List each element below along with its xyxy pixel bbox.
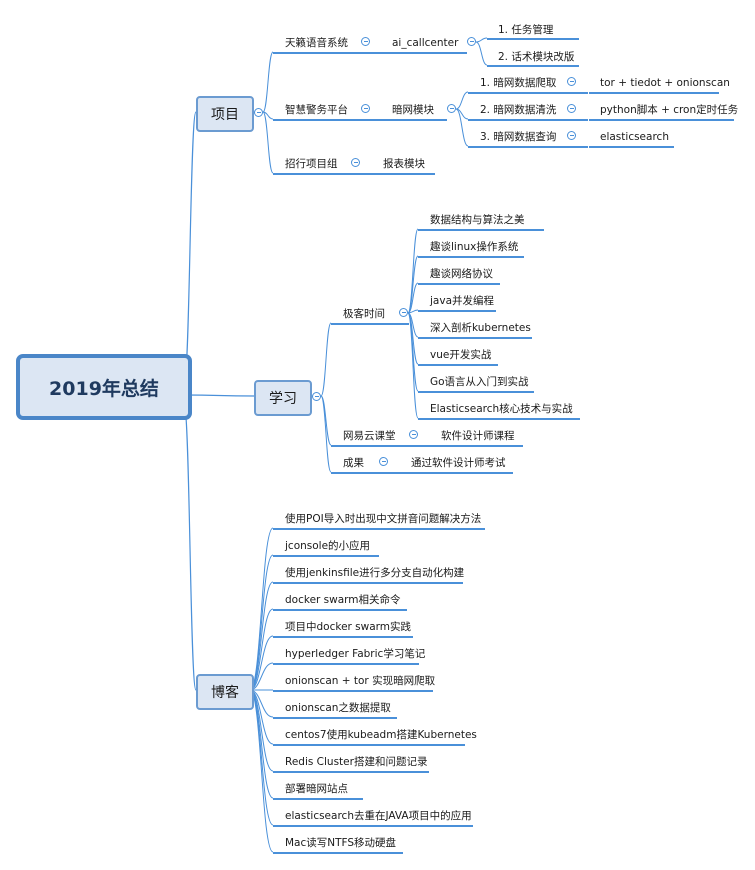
task-item[interactable]: 2. 话术模块改版	[498, 51, 575, 63]
blog-post[interactable]: 部署暗网站点	[285, 783, 348, 795]
course-item[interactable]: Go语言从入门到实战	[430, 376, 529, 388]
root-to-projects-line	[183, 111, 197, 384]
collapse-tianlai-icon[interactable]	[361, 37, 370, 46]
node-darkweb-module[interactable]: 暗网模块	[392, 104, 434, 116]
darkweb-sub-item[interactable]: 2. 暗网数据清洗	[480, 104, 557, 116]
course-line	[407, 312, 419, 419]
course-item[interactable]: Elasticsearch核心技术与实战	[430, 403, 573, 415]
collapse-study-icon[interactable]	[312, 392, 321, 401]
netease-course[interactable]: 软件设计师课程	[441, 430, 515, 442]
project-zhihui[interactable]: 智慧警务平台	[285, 104, 348, 116]
collapse-projects-icon[interactable]	[254, 108, 263, 117]
blog-post[interactable]: docker swarm相关命令	[285, 594, 401, 606]
collapse-zhaoxing-icon[interactable]	[351, 158, 360, 167]
course-item[interactable]: 趣谈网络协议	[430, 268, 493, 280]
root-to-blog-line	[183, 404, 197, 691]
project-tianlai[interactable]: 天籁语音系统	[285, 37, 348, 49]
darkweb-detail[interactable]: python脚本 + cron定时任务	[600, 104, 739, 116]
course-item[interactable]: 趣谈linux操作系统	[430, 241, 519, 253]
study-netease[interactable]: 网易云课堂	[343, 430, 396, 442]
blog-post[interactable]: 使用POI导入时出现中文拼音问题解决方法	[285, 513, 482, 525]
collapse-geek-icon[interactable]	[399, 308, 408, 317]
collapse-ai-callcenter-icon[interactable]	[467, 37, 476, 46]
blog-post[interactable]: hyperledger Fabric学习笔记	[285, 648, 426, 660]
collapse-zhihui-icon[interactable]	[361, 104, 370, 113]
branch-study[interactable]: 学习	[254, 380, 312, 416]
project-zhaoxing[interactable]: 招行项目组	[285, 158, 338, 170]
blog-post[interactable]: jconsole的小应用	[285, 540, 371, 552]
darkweb-line	[455, 108, 469, 147]
collapse-netease-icon[interactable]	[409, 430, 418, 439]
blog-post-line	[249, 581, 274, 691]
task-line	[475, 41, 488, 66]
blog-post-line	[249, 689, 274, 853]
blog-post[interactable]: Redis Cluster搭建和问题记录	[285, 756, 428, 768]
blog-post[interactable]: elasticsearch去重在JAVA项目中的应用	[285, 810, 472, 822]
course-line	[407, 282, 419, 314]
collapse-darkweb-icon[interactable]	[447, 104, 456, 113]
result-item[interactable]: 通过软件设计师考试	[411, 457, 506, 469]
root-to-study-line	[183, 394, 255, 397]
course-item[interactable]: 数据结构与算法之美	[430, 214, 525, 226]
blog-post[interactable]: 项目中docker swarm实践	[285, 621, 412, 633]
course-item[interactable]: vue开发实战	[430, 349, 492, 361]
collapse-result-icon[interactable]	[379, 457, 388, 466]
study-geek[interactable]: 极客时间	[343, 308, 385, 320]
task-line	[475, 37, 488, 43]
branch-blog[interactable]: 博客	[196, 674, 254, 710]
study-branch-line	[320, 395, 332, 473]
projects-branch-line	[262, 111, 274, 120]
blog-post-line	[249, 554, 274, 691]
blog-post[interactable]: onionscan + tor 实现暗网爬取	[285, 675, 436, 687]
blog-post-line	[249, 527, 274, 691]
collapse-query-icon[interactable]	[567, 131, 576, 140]
collapse-crawl-icon[interactable]	[567, 77, 576, 86]
projects-branch-line	[262, 51, 274, 113]
blog-post-line	[249, 689, 274, 826]
study-result[interactable]: 成果	[343, 457, 364, 469]
darkweb-line	[455, 91, 469, 110]
collapse-clean-icon[interactable]	[567, 104, 576, 113]
blog-post[interactable]: centos7使用kubeadm搭建Kubernetes	[285, 729, 477, 741]
darkweb-detail[interactable]: tor + tiedot + onionscan	[600, 77, 730, 89]
blog-post[interactable]: 使用jenkinsfile进行多分支自动化构建	[285, 567, 465, 579]
study-branch-line	[320, 322, 332, 397]
blog-post[interactable]: Mac读写NTFS移动硬盘	[285, 837, 397, 849]
blog-post[interactable]: onionscan之数据提取	[285, 702, 391, 714]
projects-branch-line	[262, 111, 274, 174]
darkweb-sub-item[interactable]: 3. 暗网数据查询	[480, 131, 557, 143]
branch-projects[interactable]: 项目	[196, 96, 254, 132]
node-ai-callcenter[interactable]: ai_callcenter	[392, 37, 459, 49]
root-node[interactable]: 2019年总结	[16, 354, 192, 420]
node-report-module[interactable]: 报表模块	[383, 158, 425, 170]
course-item[interactable]: java并发编程	[430, 295, 494, 307]
darkweb-detail[interactable]: elasticsearch	[600, 131, 669, 143]
course-item[interactable]: 深入剖析kubernetes	[430, 322, 531, 334]
course-line	[407, 309, 419, 314]
task-item[interactable]: 1. 任务管理	[498, 24, 554, 36]
darkweb-sub-item[interactable]: 1. 暗网数据爬取	[480, 77, 557, 89]
